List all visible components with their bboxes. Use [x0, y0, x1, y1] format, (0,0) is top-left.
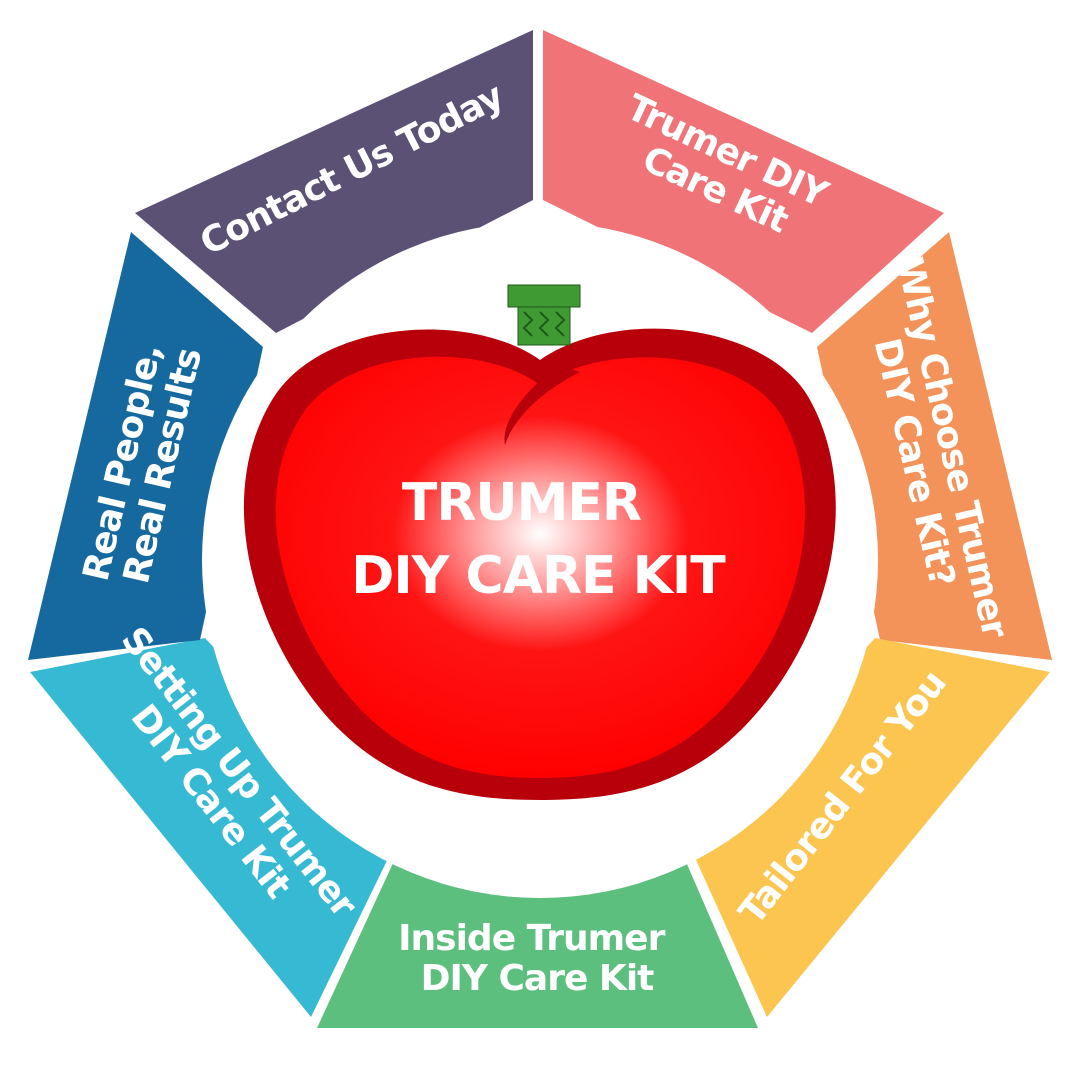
- stem-spring: [522, 311, 566, 337]
- heart-fill: [275, 356, 806, 778]
- stem-cap: [507, 284, 581, 308]
- center-title-line2: DIY CARE KIT: [351, 546, 726, 606]
- segment-contact-us-today[interactable]: [135, 30, 533, 333]
- segment-inside-trumer-diy-care-kit[interactable]: [317, 848, 758, 1028]
- label-inside-trumer: Inside Trumer DIY Care Kit: [398, 918, 676, 999]
- center-title-line1: TRUMER: [402, 473, 641, 533]
- segment-setting-up-trumer[interactable]: [30, 638, 396, 1017]
- segment-trumer-diy-care-kit[interactable]: [543, 30, 944, 333]
- heart-curl: [504, 365, 580, 445]
- center-title: TRUMER DIY CARE KIT: [351, 473, 726, 606]
- label-inside-line1: Inside Trumer: [398, 918, 665, 959]
- heart-apple-icon: [243, 284, 836, 800]
- segment-tailored-for-you[interactable]: [688, 638, 1050, 1017]
- label-inside-line2: DIY Care Kit: [421, 958, 655, 999]
